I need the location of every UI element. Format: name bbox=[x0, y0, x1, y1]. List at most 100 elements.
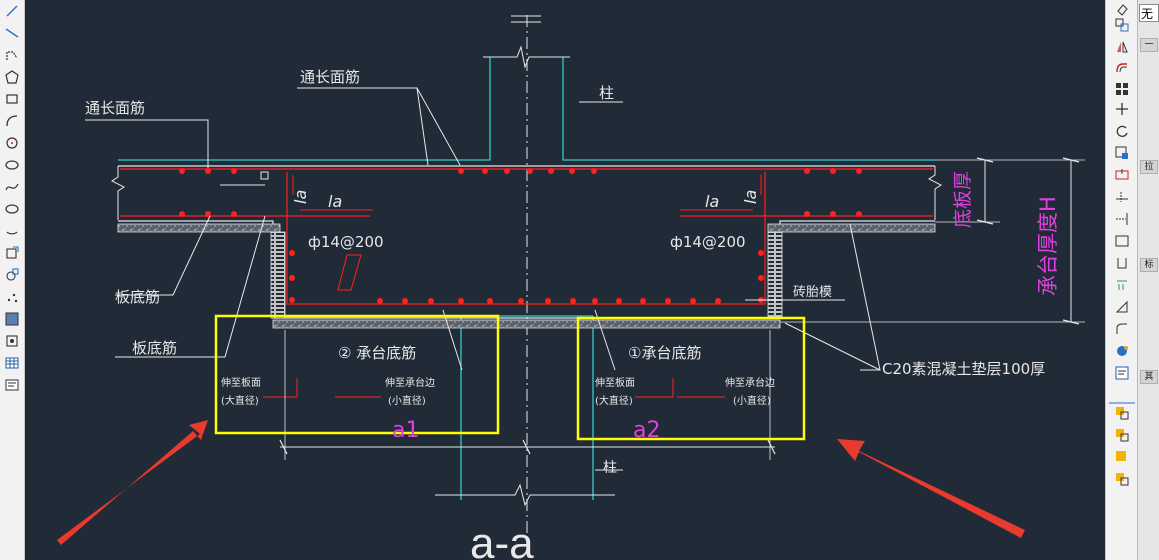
rectangle-tool-icon[interactable] bbox=[3, 90, 21, 108]
drawing-canvas[interactable]: 通长面筋 通长面筋 柱 柱 板底筋 板底筋 ф14@200 ф14@200 砖胎… bbox=[25, 0, 1105, 560]
mtext-tool-icon[interactable] bbox=[3, 376, 21, 394]
label-brick-mold: 砖胎模 bbox=[793, 285, 832, 300]
label-slab-thickness: 底板厚 bbox=[952, 171, 974, 228]
slab-pad-left bbox=[117, 223, 281, 233]
layer-orange-icon-3[interactable] bbox=[1113, 448, 1131, 466]
leader-cap-bar-1 bbox=[594, 309, 616, 371]
stretch-icon[interactable] bbox=[1113, 166, 1131, 184]
move-icon[interactable] bbox=[1113, 100, 1131, 118]
column-top-right-outline bbox=[562, 57, 935, 161]
label-extend-slab-left-1: 伸至板面 bbox=[221, 376, 261, 389]
slab-pad-right bbox=[767, 223, 936, 233]
join-icon[interactable] bbox=[1113, 254, 1131, 272]
ellipse-tool-icon[interactable] bbox=[3, 200, 21, 218]
leader-top-bar-center-2 bbox=[416, 87, 429, 166]
side-tab-4[interactable]: 其 bbox=[1140, 370, 1158, 384]
label-slab-bottom-2: 板底筋 bbox=[132, 339, 177, 357]
ellipse-arc-tool-icon[interactable] bbox=[3, 222, 21, 240]
leader-pad-2 bbox=[784, 322, 881, 371]
line-tool-icon[interactable] bbox=[3, 2, 21, 20]
side-tab-3[interactable]: 标 bbox=[1140, 258, 1158, 272]
region-tool-icon[interactable] bbox=[3, 332, 21, 350]
polyline-tool-icon[interactable] bbox=[3, 46, 21, 64]
dim-tick-7 bbox=[767, 439, 776, 455]
label-la-4: la bbox=[741, 190, 760, 204]
mirror-icon[interactable] bbox=[1113, 38, 1131, 56]
label-box-a1: a1 bbox=[392, 418, 419, 443]
rebar-dots bbox=[179, 168, 862, 304]
side-tab-2[interactable]: 拉 bbox=[1140, 160, 1158, 174]
label-extend-cap-left-2: (小直径) bbox=[388, 394, 426, 407]
circle-tool-icon[interactable] bbox=[3, 134, 21, 152]
erase-icon[interactable] bbox=[1113, 0, 1131, 18]
label-top-bar-left: 通长面筋 bbox=[85, 99, 145, 117]
label-cap-bar-2: ② 承台底筋 bbox=[338, 344, 416, 362]
leader-top-bar-center bbox=[297, 87, 461, 166]
trim-icon[interactable] bbox=[1113, 188, 1131, 206]
style-combo-value: 无 bbox=[1141, 7, 1154, 21]
style-combo[interactable]: 无 bbox=[1139, 4, 1159, 22]
dim-tick-5 bbox=[279, 439, 288, 455]
column-break-line-bottom bbox=[435, 483, 615, 507]
label-slab-bottom-1: 板底筋 bbox=[115, 288, 160, 306]
label-box-a2: a2 bbox=[633, 418, 660, 443]
layer-orange-icon-2[interactable] bbox=[1113, 426, 1131, 444]
column-top-left-outline bbox=[118, 57, 491, 161]
leader-top-bar-left bbox=[85, 119, 209, 168]
side-tab-1-label: 一 bbox=[1144, 40, 1154, 50]
brick-mold-right bbox=[767, 231, 783, 319]
annotation-arrow-left bbox=[57, 420, 208, 545]
label-extend-slab-right-2: (大直径) bbox=[595, 394, 633, 407]
layer-orange-icon-1[interactable] bbox=[1113, 404, 1131, 422]
table-tool-icon[interactable] bbox=[3, 354, 21, 372]
point-tool-icon[interactable] bbox=[3, 288, 21, 306]
label-extend-cap-right-2: (小直径) bbox=[733, 394, 771, 407]
side-tab-4-label: 其 bbox=[1144, 372, 1154, 382]
polygon-tool-icon[interactable] bbox=[3, 68, 21, 86]
offset-icon[interactable] bbox=[1113, 58, 1131, 76]
slab-break-right bbox=[928, 166, 942, 220]
layer-orange-icon-4[interactable] bbox=[1113, 470, 1131, 488]
label-extend-slab-left-2: (大直径) bbox=[221, 394, 259, 407]
side-tab-1[interactable]: 一 bbox=[1140, 38, 1158, 52]
spline-tool-icon[interactable] bbox=[3, 178, 21, 196]
fillet-round-icon[interactable] bbox=[1113, 320, 1131, 338]
cap-pad bbox=[272, 319, 781, 329]
section-title: a-a bbox=[470, 519, 534, 560]
label-la-1: la bbox=[291, 190, 310, 204]
properties-icon[interactable] bbox=[1113, 364, 1131, 382]
label-la-3: la bbox=[705, 192, 719, 211]
label-cap-bar-1: ①承台底筋 bbox=[628, 344, 701, 362]
cad-drawing: 通长面筋 通长面筋 柱 柱 板底筋 板底筋 ф14@200 ф14@200 砖胎… bbox=[57, 15, 1085, 560]
leader-slab-bottom-2 bbox=[115, 215, 266, 358]
scale-icon[interactable] bbox=[1113, 144, 1131, 162]
cap-outline bbox=[118, 220, 935, 319]
grip-square[interactable] bbox=[260, 171, 269, 180]
explode-icon[interactable] bbox=[1113, 342, 1131, 360]
fillet-icon[interactable] bbox=[1113, 298, 1131, 316]
label-column-bottom: 柱 bbox=[603, 460, 617, 476]
array-icon[interactable] bbox=[1113, 80, 1131, 98]
xline-tool-icon[interactable] bbox=[3, 24, 21, 42]
insert-block-icon[interactable] bbox=[3, 244, 21, 262]
label-top-bar-center: 通长面筋 bbox=[300, 68, 360, 86]
arc-tool-icon[interactable] bbox=[3, 112, 21, 130]
leader-slab-bottom-1 bbox=[115, 215, 211, 296]
annotation-arrow-right bbox=[837, 439, 1025, 538]
extend-icon[interactable] bbox=[1113, 210, 1131, 228]
copy-icon[interactable] bbox=[1113, 16, 1131, 34]
hatch-tool-icon[interactable] bbox=[3, 310, 21, 328]
right-dock-panel: 无 一 拉 标 其 bbox=[1137, 0, 1159, 560]
make-block-icon[interactable] bbox=[3, 266, 21, 284]
side-tab-2-label: 拉 bbox=[1144, 162, 1154, 172]
extend-arrow-right-up bbox=[635, 378, 674, 398]
label-column-top: 柱 bbox=[599, 84, 614, 102]
brick-mold-left bbox=[270, 231, 286, 319]
chamfer-icon[interactable] bbox=[1113, 276, 1131, 294]
rebar-detail-symbol bbox=[337, 254, 362, 291]
revcloud-tool-icon[interactable] bbox=[3, 156, 21, 174]
highlight-box-a2 bbox=[576, 316, 806, 441]
rotate-icon[interactable] bbox=[1113, 122, 1131, 140]
leader-pad-1 bbox=[849, 223, 881, 371]
break-icon[interactable] bbox=[1113, 232, 1131, 250]
